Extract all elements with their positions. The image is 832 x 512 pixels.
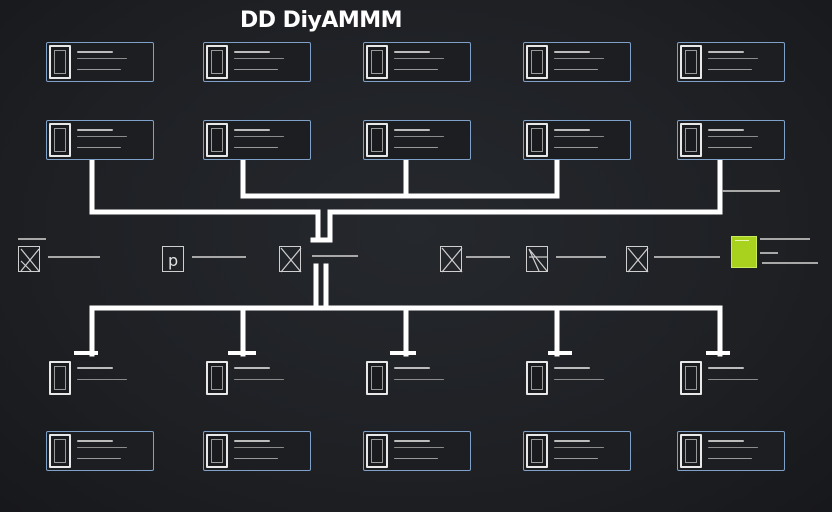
- label-mark: [760, 252, 778, 254]
- highlight-node: [731, 236, 757, 268]
- node-card: [46, 42, 154, 82]
- cross-box-icon: [626, 246, 649, 273]
- document-icon: [680, 434, 702, 468]
- node-card: [203, 431, 311, 471]
- node-card: [203, 120, 311, 160]
- node-card: [523, 120, 631, 160]
- node-card: [523, 358, 631, 398]
- node-card: [677, 358, 785, 398]
- document-icon: [49, 361, 71, 395]
- document-icon: [206, 45, 228, 79]
- document-icon: [366, 361, 388, 395]
- wire-top-1: [89, 157, 321, 241]
- document-icon: [206, 123, 228, 157]
- document-icon: [206, 361, 228, 395]
- document-icon: [526, 123, 548, 157]
- label-mark: [312, 255, 358, 257]
- node-card: [363, 120, 471, 160]
- node-card: [363, 358, 471, 398]
- arrow-box-icon: [526, 246, 548, 272]
- node-card: [523, 431, 631, 471]
- cross-box-icon: [18, 246, 40, 272]
- p-icon: p: [162, 246, 184, 272]
- document-icon: [49, 434, 71, 468]
- node-card: [46, 431, 154, 471]
- node-card: [46, 358, 154, 398]
- cross-box-icon: [440, 246, 463, 273]
- document-icon: [366, 45, 388, 79]
- wire-top-2: [240, 157, 560, 199]
- document-icon: [526, 361, 548, 395]
- document-icon: [366, 123, 388, 157]
- document-icon: [680, 361, 702, 395]
- document-icon: [49, 45, 71, 79]
- wire-junction-down: [313, 263, 329, 309]
- label-mark: [762, 262, 818, 264]
- node-card: [203, 358, 311, 398]
- diagram-title: DD DiyAMMM: [240, 8, 403, 33]
- cross-box-icon: [279, 246, 302, 273]
- node-card: [677, 120, 785, 160]
- node-card: [523, 42, 631, 82]
- node-card: [677, 431, 785, 471]
- node-card: [363, 42, 471, 82]
- label-mark: [722, 190, 780, 192]
- svg-text:p: p: [168, 251, 178, 270]
- document-icon: [366, 434, 388, 468]
- document-icon: [526, 45, 548, 79]
- document-icon: [49, 123, 71, 157]
- node-card: [46, 120, 154, 160]
- document-icon: [680, 45, 702, 79]
- node-card: [203, 42, 311, 82]
- wire-top-4: [327, 157, 723, 241]
- document-icon: [206, 434, 228, 468]
- document-icon: [526, 434, 548, 468]
- node-card: [677, 42, 785, 82]
- label-mark: [760, 238, 810, 240]
- label-mark: [18, 238, 46, 240]
- document-icon: [680, 123, 702, 157]
- node-card: [363, 431, 471, 471]
